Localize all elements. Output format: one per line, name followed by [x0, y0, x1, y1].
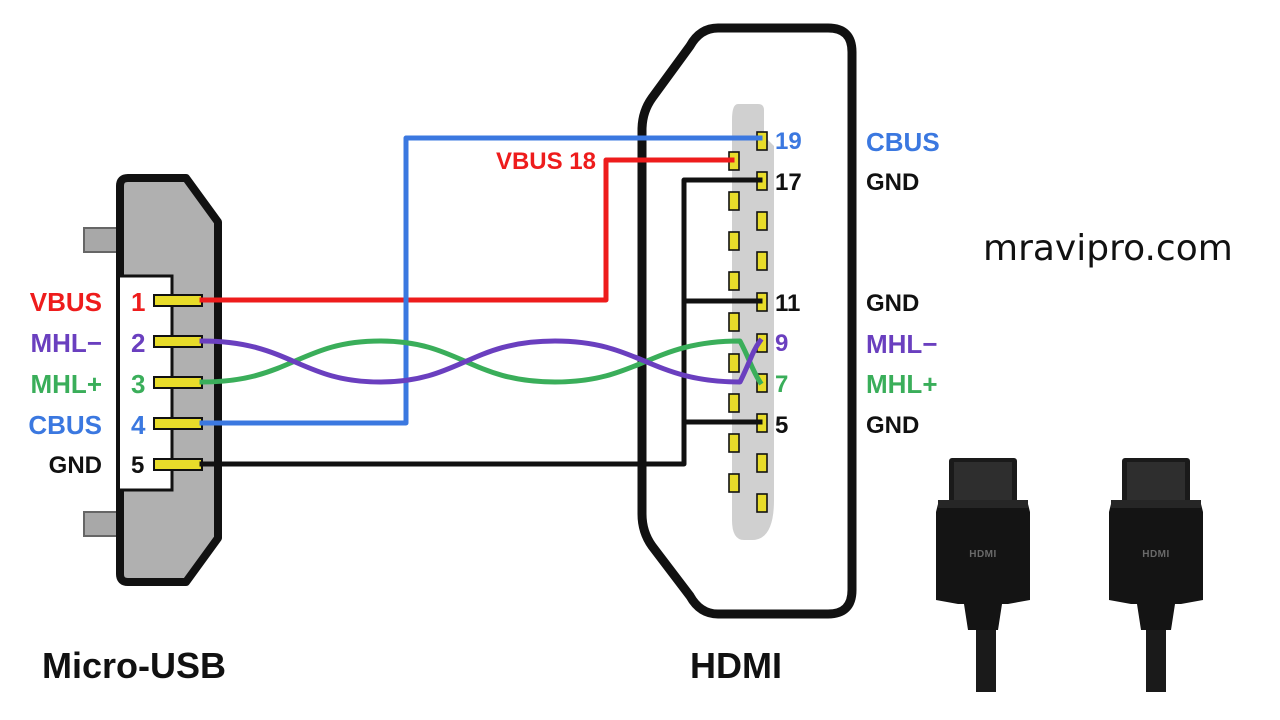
hdmi-pin-1 [756, 493, 768, 513]
hdmi-label-9: MHL− [866, 329, 938, 359]
usb-labels: VBUS 1 MHL− 2 MHL+ 3 CBUS 4 GND 5 [28, 287, 146, 479]
cable-logo-right: HDMI [1142, 549, 1170, 560]
hdmi-number-17: 17 [775, 169, 802, 196]
hdmi-pin-12 [728, 271, 740, 291]
hdmi-pin-10 [728, 312, 740, 332]
wire-mhl-plus [199, 338, 764, 386]
hdmi-pin-13 [756, 251, 768, 271]
usb-label-mhl-minus: MHL− [31, 328, 103, 358]
hdmi-number-5: 5 [775, 412, 788, 439]
usb-pin-1 [153, 294, 203, 307]
hdmi-pin-3 [756, 453, 768, 473]
micro-usb-connector [83, 174, 222, 586]
hdmi-pin-15 [756, 211, 768, 231]
hdmi-number-7: 7 [775, 371, 788, 398]
hdmi-label-5: GND [866, 412, 919, 439]
hdmi-pin-4 [728, 433, 740, 453]
hdmi-title: HDMI [690, 645, 782, 686]
usb-label-gnd: GND [49, 452, 102, 479]
hdmi-label-19: CBUS [866, 127, 940, 157]
hdmi-pin-8 [728, 353, 740, 373]
usb-label-cbus: CBUS [28, 410, 102, 440]
wire-mhl-minus [199, 337, 764, 385]
hdmi-number-11: 11 [775, 290, 800, 317]
usb-label-mhl-plus: MHL+ [31, 369, 103, 399]
hdmi-pin-16 [728, 191, 740, 211]
hdmi-pin-14 [728, 231, 740, 251]
usb-pin-5 [153, 458, 203, 471]
hdmi-pin-6 [728, 393, 740, 413]
hdmi-cable-right: HDMI [1109, 458, 1203, 692]
usb-label-vbus: VBUS [30, 287, 102, 317]
hdmi-cable-left: HDMI [936, 458, 1030, 692]
usb-number-2: 2 [131, 328, 145, 358]
website-watermark: mravipro.com [983, 228, 1233, 269]
hdmi-label-17: GND [866, 169, 919, 196]
wire-cbus [199, 135, 763, 426]
usb-pin-3 [153, 376, 203, 389]
usb-mount-tab-top [83, 227, 121, 253]
usb-pin-4 [153, 417, 203, 430]
wires [199, 135, 764, 467]
hdmi-number-19: 19 [775, 128, 802, 155]
hdmi-number-9: 9 [775, 330, 788, 357]
usb-number-5: 5 [131, 452, 144, 479]
hdmi-connector [637, 23, 857, 619]
usb-number-4: 4 [131, 410, 146, 440]
micro-usb-title: Micro-USB [42, 645, 226, 686]
wire-gnd-main [199, 177, 763, 467]
usb-number-3: 3 [131, 369, 145, 399]
usb-number-1: 1 [131, 287, 145, 317]
usb-mount-tab-bottom [83, 511, 121, 537]
cable-logo-left: HDMI [969, 549, 997, 560]
hdmi-pin-2 [728, 473, 740, 493]
hdmi-label-11: GND [866, 290, 919, 317]
hdmi-vbus-label: VBUS 18 [496, 148, 596, 175]
hdmi-pins-even [728, 151, 740, 493]
usb-pin-2 [153, 335, 203, 348]
hdmi-pin-19 [756, 131, 768, 151]
hdmi-label-7: MHL+ [866, 369, 938, 399]
hdmi-labels: VBUS 18 19 CBUS 17 GND 11 GND 9 MHL− 7 M… [496, 127, 940, 439]
